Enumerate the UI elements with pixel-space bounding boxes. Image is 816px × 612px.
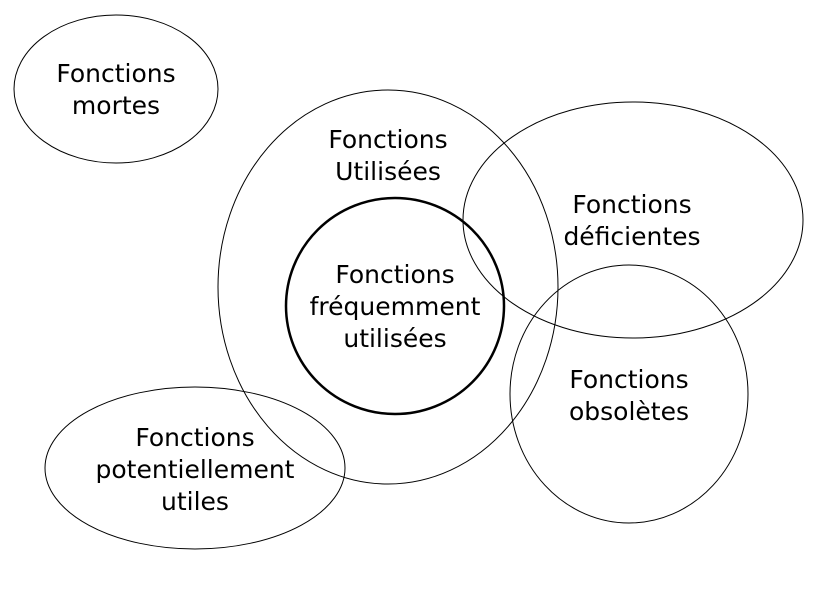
frequemment-label-line-3: utilisées [343, 324, 446, 353]
potentiellement-ellipse [44, 386, 346, 550]
utilisees-label-line-1: Fonctions [328, 125, 447, 154]
deficientes-label-line-1: Fonctions [572, 190, 691, 219]
deficientes-label-line-2: déficientes [563, 222, 700, 251]
potentiellement-label-line-3: utiles [161, 487, 229, 516]
mortes-ellipse [13, 14, 219, 164]
frequemment-label-line-2: fréquemment [310, 292, 481, 321]
utilisees-ellipse [217, 89, 559, 485]
utilisees-label-line-2: Utilisées [335, 157, 441, 186]
frequemment-label-line-1: Fonctions [335, 260, 454, 289]
potentiellement-label-line-2: potentiellement [96, 455, 295, 484]
potentiellement-label-line-1: Fonctions [135, 423, 254, 452]
obsoletes-label-line-1: Fonctions [569, 365, 688, 394]
mortes-label-line-1: Fonctions [56, 59, 175, 88]
deficientes-ellipse [462, 101, 804, 339]
frequemment-ellipse [284, 196, 506, 416]
obsoletes-label-line-2: obsolètes [569, 397, 689, 426]
mortes-label-line-2: mortes [72, 91, 160, 120]
obsoletes-ellipse [509, 264, 749, 524]
